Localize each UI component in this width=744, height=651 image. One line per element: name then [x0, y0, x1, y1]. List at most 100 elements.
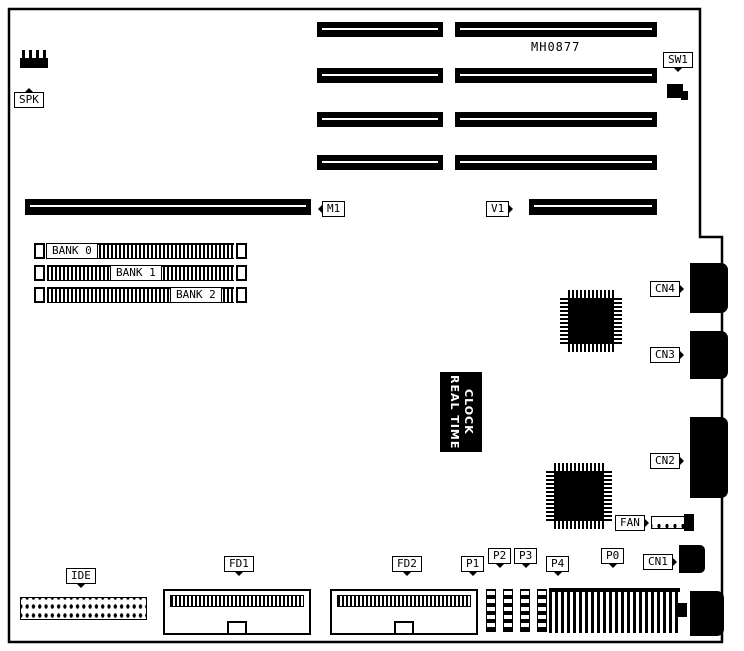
- p3-callout: P3: [514, 548, 538, 568]
- chip-pins: [554, 463, 604, 471]
- p0-label: P0: [606, 549, 620, 562]
- chip-pins: [546, 471, 554, 521]
- callout-pointer-right: [643, 518, 654, 528]
- rtc-line2: CLOCK: [462, 389, 475, 435]
- qfp-chip-2: [546, 463, 612, 529]
- chip-body: [554, 471, 604, 521]
- chip-pins: [554, 521, 604, 529]
- p4-label: P4: [551, 557, 565, 570]
- callout-pointer-left: [313, 204, 323, 214]
- sw1-callout: SW1: [663, 52, 693, 72]
- slot-groove: [460, 160, 652, 163]
- isa-slot-8: [455, 155, 657, 170]
- sw1-switch-tab: [681, 91, 688, 100]
- ide-connector: [20, 597, 147, 620]
- cn3-label: CN3: [655, 348, 675, 361]
- isa-slot-5: [455, 22, 657, 37]
- spk-label: SPK: [19, 93, 39, 106]
- p2-callout: P2: [488, 548, 512, 568]
- callout-pointer-right: [671, 557, 682, 567]
- slot-groove: [460, 27, 652, 30]
- isa-slot-1: [317, 22, 443, 37]
- slot-groove: [322, 27, 438, 30]
- fd2-connector: [330, 589, 478, 635]
- spk-connector: [20, 58, 48, 68]
- rtc-line1: REAL TIME: [448, 374, 461, 450]
- cn4-label: CN4: [655, 282, 675, 295]
- fan-connector: [651, 516, 685, 529]
- rtc-text: REAL TIME CLOCK: [447, 375, 475, 449]
- slot-groove: [30, 205, 306, 207]
- bank2-label: BANK 2: [170, 287, 222, 303]
- p2-header: [503, 589, 513, 632]
- bank1-label: BANK 1: [110, 265, 162, 281]
- chip-pins: [568, 290, 614, 298]
- callout-pointer-down: [233, 571, 244, 581]
- p1-header: [486, 589, 496, 632]
- p3-label: P3: [519, 549, 533, 562]
- callout-pointer-down: [607, 563, 618, 573]
- cn2-label: CN2: [655, 454, 675, 467]
- key-notch: [394, 621, 414, 635]
- slot-m1: [25, 199, 311, 215]
- cn4-port: [690, 263, 728, 313]
- cn3-callout: CN3: [650, 347, 684, 363]
- key-notch: [227, 621, 247, 635]
- isa-slot-3: [317, 112, 443, 127]
- callout-pointer-right: [678, 456, 689, 466]
- m1-callout: M1: [318, 201, 346, 217]
- cn1-port: [679, 545, 705, 573]
- fd1-connector: [163, 589, 311, 635]
- chip-pins: [560, 298, 568, 344]
- p4-callout: P4: [546, 556, 570, 576]
- bank2-bracket-right: [236, 287, 247, 303]
- spk-callout: SPK: [14, 88, 44, 108]
- bank1-bracket-right: [236, 265, 247, 281]
- slot-groove: [534, 205, 652, 207]
- isa-slot-2: [317, 68, 443, 83]
- chip-body: [568, 298, 614, 344]
- cn3-port: [690, 331, 728, 379]
- callout-pointer-down: [552, 571, 563, 581]
- isa-slot-6: [455, 68, 657, 83]
- v1-callout: V1: [486, 201, 514, 217]
- m1-label: M1: [327, 202, 341, 215]
- p3-header: [520, 589, 530, 632]
- cn2-port: [690, 417, 728, 498]
- slot-groove: [322, 160, 438, 163]
- callout-pointer-down: [75, 583, 86, 593]
- p1-callout: P1: [461, 556, 485, 576]
- bank1-bracket-left: [34, 265, 45, 281]
- chip-pins: [568, 344, 614, 352]
- card-edge-contacts: [170, 595, 304, 607]
- bank0-bracket-right: [236, 243, 247, 259]
- callout-pointer-right: [678, 350, 689, 360]
- callout-pointer-down: [494, 563, 505, 573]
- part-number: MH0877: [531, 40, 581, 54]
- cn4-callout: CN4: [650, 281, 684, 297]
- slot-groove: [322, 117, 438, 120]
- slot-v1: [529, 199, 657, 215]
- cn2-callout: CN2: [650, 453, 684, 469]
- isa-slot-7: [455, 112, 657, 127]
- qfp-chip-1: [560, 290, 622, 352]
- sw1-label: SW1: [668, 53, 688, 66]
- callout-pointer-up: [23, 83, 34, 93]
- p1-label: P1: [466, 557, 480, 570]
- slot-groove: [460, 117, 652, 120]
- fd2-label: FD2: [397, 557, 417, 570]
- p0-callout: P0: [601, 548, 625, 568]
- card-edge-contacts: [337, 595, 471, 607]
- spk-pins: [22, 50, 48, 59]
- ide-label: IDE: [71, 569, 91, 582]
- ide-callout: IDE: [66, 568, 96, 588]
- callout-pointer-right: [508, 204, 518, 214]
- slot-groove: [322, 73, 438, 76]
- fan-label: FAN: [620, 516, 640, 529]
- bank2-bracket-left: [34, 287, 45, 303]
- p2-label: P2: [493, 549, 507, 562]
- chip-pins: [604, 471, 612, 521]
- isa-slot-4: [317, 155, 443, 170]
- chip-pins: [614, 298, 622, 344]
